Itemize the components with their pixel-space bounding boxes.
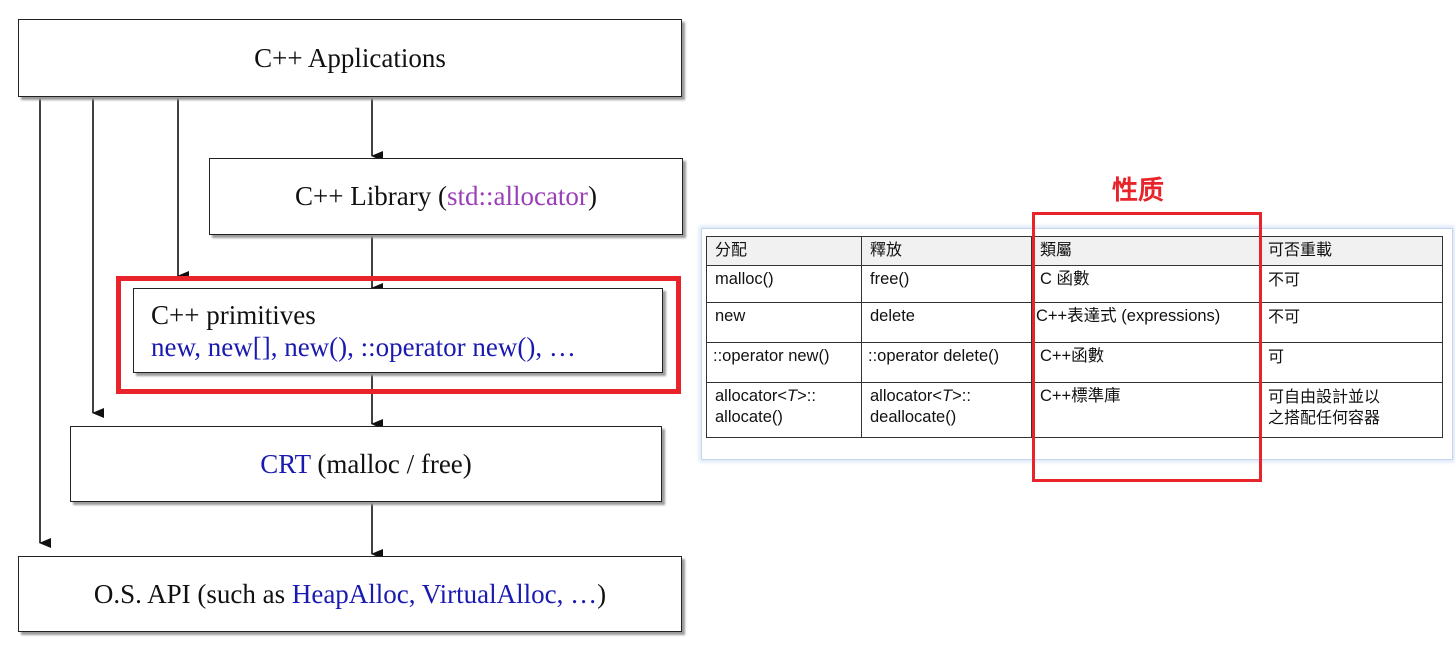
heap-virtual-alloc-label: HeapAlloc, VirtualAlloc, … [291,578,598,609]
primitives-highlight-frame [116,276,681,394]
cell-alloc: allocator<T>:: allocate() [706,382,862,438]
os-api-box: O.S. API (such as HeapAlloc, VirtualAllo… [18,556,682,632]
cell-free: delete [861,302,1032,343]
header-overloadable: 可否重載 [1259,236,1443,266]
header-free: 釋放 [861,236,1032,266]
cell-category: C 函數 [1031,265,1260,303]
cell-overload: 可自由設計並以 之搭配任何容器 [1259,382,1443,438]
cell-free: allocator<T>:: deallocate() [861,382,1032,438]
table-row: allocator<T>:: allocate() allocator<T>::… [706,382,1443,438]
category-column-highlight [1032,212,1262,482]
cpp-primitives-title: C++ primitives [151,299,316,330]
cpp-primitives-box: C++ primitives new, new[], new(), ::oper… [133,288,663,373]
cell-free: free() [861,265,1032,303]
header-category: 類屬 [1031,236,1260,266]
table-row: new delete C++表達式 (expressions) 不可 [706,302,1443,343]
std-allocator-label: std::allocator [446,181,588,211]
cpp-applications-box: C++ Applications [18,19,682,97]
table-row: malloc() free() C 函數 不可 [706,265,1443,303]
crt-box: CRT (malloc / free) [70,426,662,502]
cpp-primitives-items: new, new[], new(), ::operator new(), … [151,331,576,362]
cpp-library-box: C++ Library (std::allocator) [209,158,683,235]
os-api-label: O.S. API (such as HeapAlloc, VirtualAllo… [93,578,607,609]
cell-overload: 不可 [1259,265,1443,303]
cell-overload: 不可 [1259,302,1443,343]
cell-overload: 可 [1259,342,1443,383]
cell-alloc: malloc() [706,265,862,303]
cell-alloc: new [706,302,862,343]
cell-category: C++標準庫 [1031,382,1260,438]
cell-alloc: ::operator new() [706,342,862,383]
cell-free: ::operator delete() [861,342,1032,383]
table-header-row: 分配 釋放 類屬 可否重載 [706,236,1443,266]
header-allocate: 分配 [706,236,862,266]
crt-label: CRT (malloc / free) [260,448,472,479]
cpp-applications-label: C++ Applications [254,42,446,73]
operations-table: 分配 釋放 類屬 可否重載 malloc() free() C 函數 不可 ne… [706,236,1443,438]
cell-category: C++函數 [1031,342,1260,383]
property-annotation: 性质 [1111,176,1164,206]
table-row: ::operator new() ::operator delete() C++… [706,342,1443,383]
cpp-library-label: C++ Library (std::allocator) [295,181,597,211]
diagram-connectors [39,97,383,559]
